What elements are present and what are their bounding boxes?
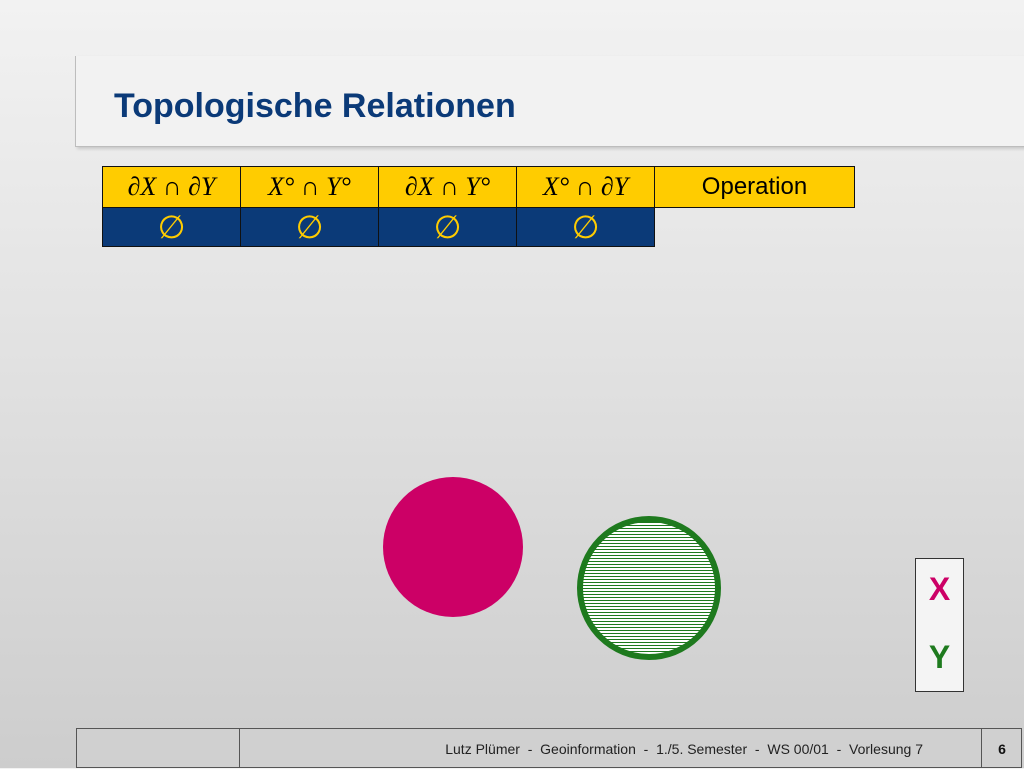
value-interior-boundary: ∅ [516,207,655,247]
footer-bar: Lutz Plümer - Geoinformation - 1./5. Sem… [76,728,1022,768]
value-boundary-interior: ∅ [378,207,517,247]
legend-y-label: Y [928,639,951,675]
header-boundary-boundary: ∂X ∩ ∂Y [102,166,241,208]
relation-table-header-row: ∂X ∩ ∂Y X° ∩ Y° ∂X ∩ Y° X° ∩ ∂Y Operatio… [102,166,855,208]
header-operation: Operation [654,166,855,208]
region-x-circle [383,477,523,617]
header-boundary-interior: ∂X ∩ Y° [378,166,517,208]
relation-table: ∂X ∩ ∂Y X° ∩ Y° ∂X ∩ Y° X° ∩ ∂Y Operatio… [102,166,855,247]
legend-x-label: X [928,571,951,607]
disjoint-regions-figure [383,477,721,660]
relation-table-value-row: ∅ ∅ ∅ ∅ [102,207,855,247]
header-interior-boundary: X° ∩ ∂Y [516,166,655,208]
region-y-circle [577,516,721,660]
header-interior-interior: X° ∩ Y° [240,166,379,208]
footer-left-cell [77,729,240,767]
page-number: 6 [998,741,1006,757]
legend-box: X Y [915,558,964,692]
title-area: Topologische Relationen [75,56,1024,147]
value-operation-empty [655,208,855,247]
value-boundary-boundary: ∅ [102,207,241,247]
slide-title: Topologische Relationen [114,87,516,125]
footer-credit: Lutz Plümer - Geoinformation - 1./5. Sem… [240,729,982,767]
value-interior-interior: ∅ [240,207,379,247]
